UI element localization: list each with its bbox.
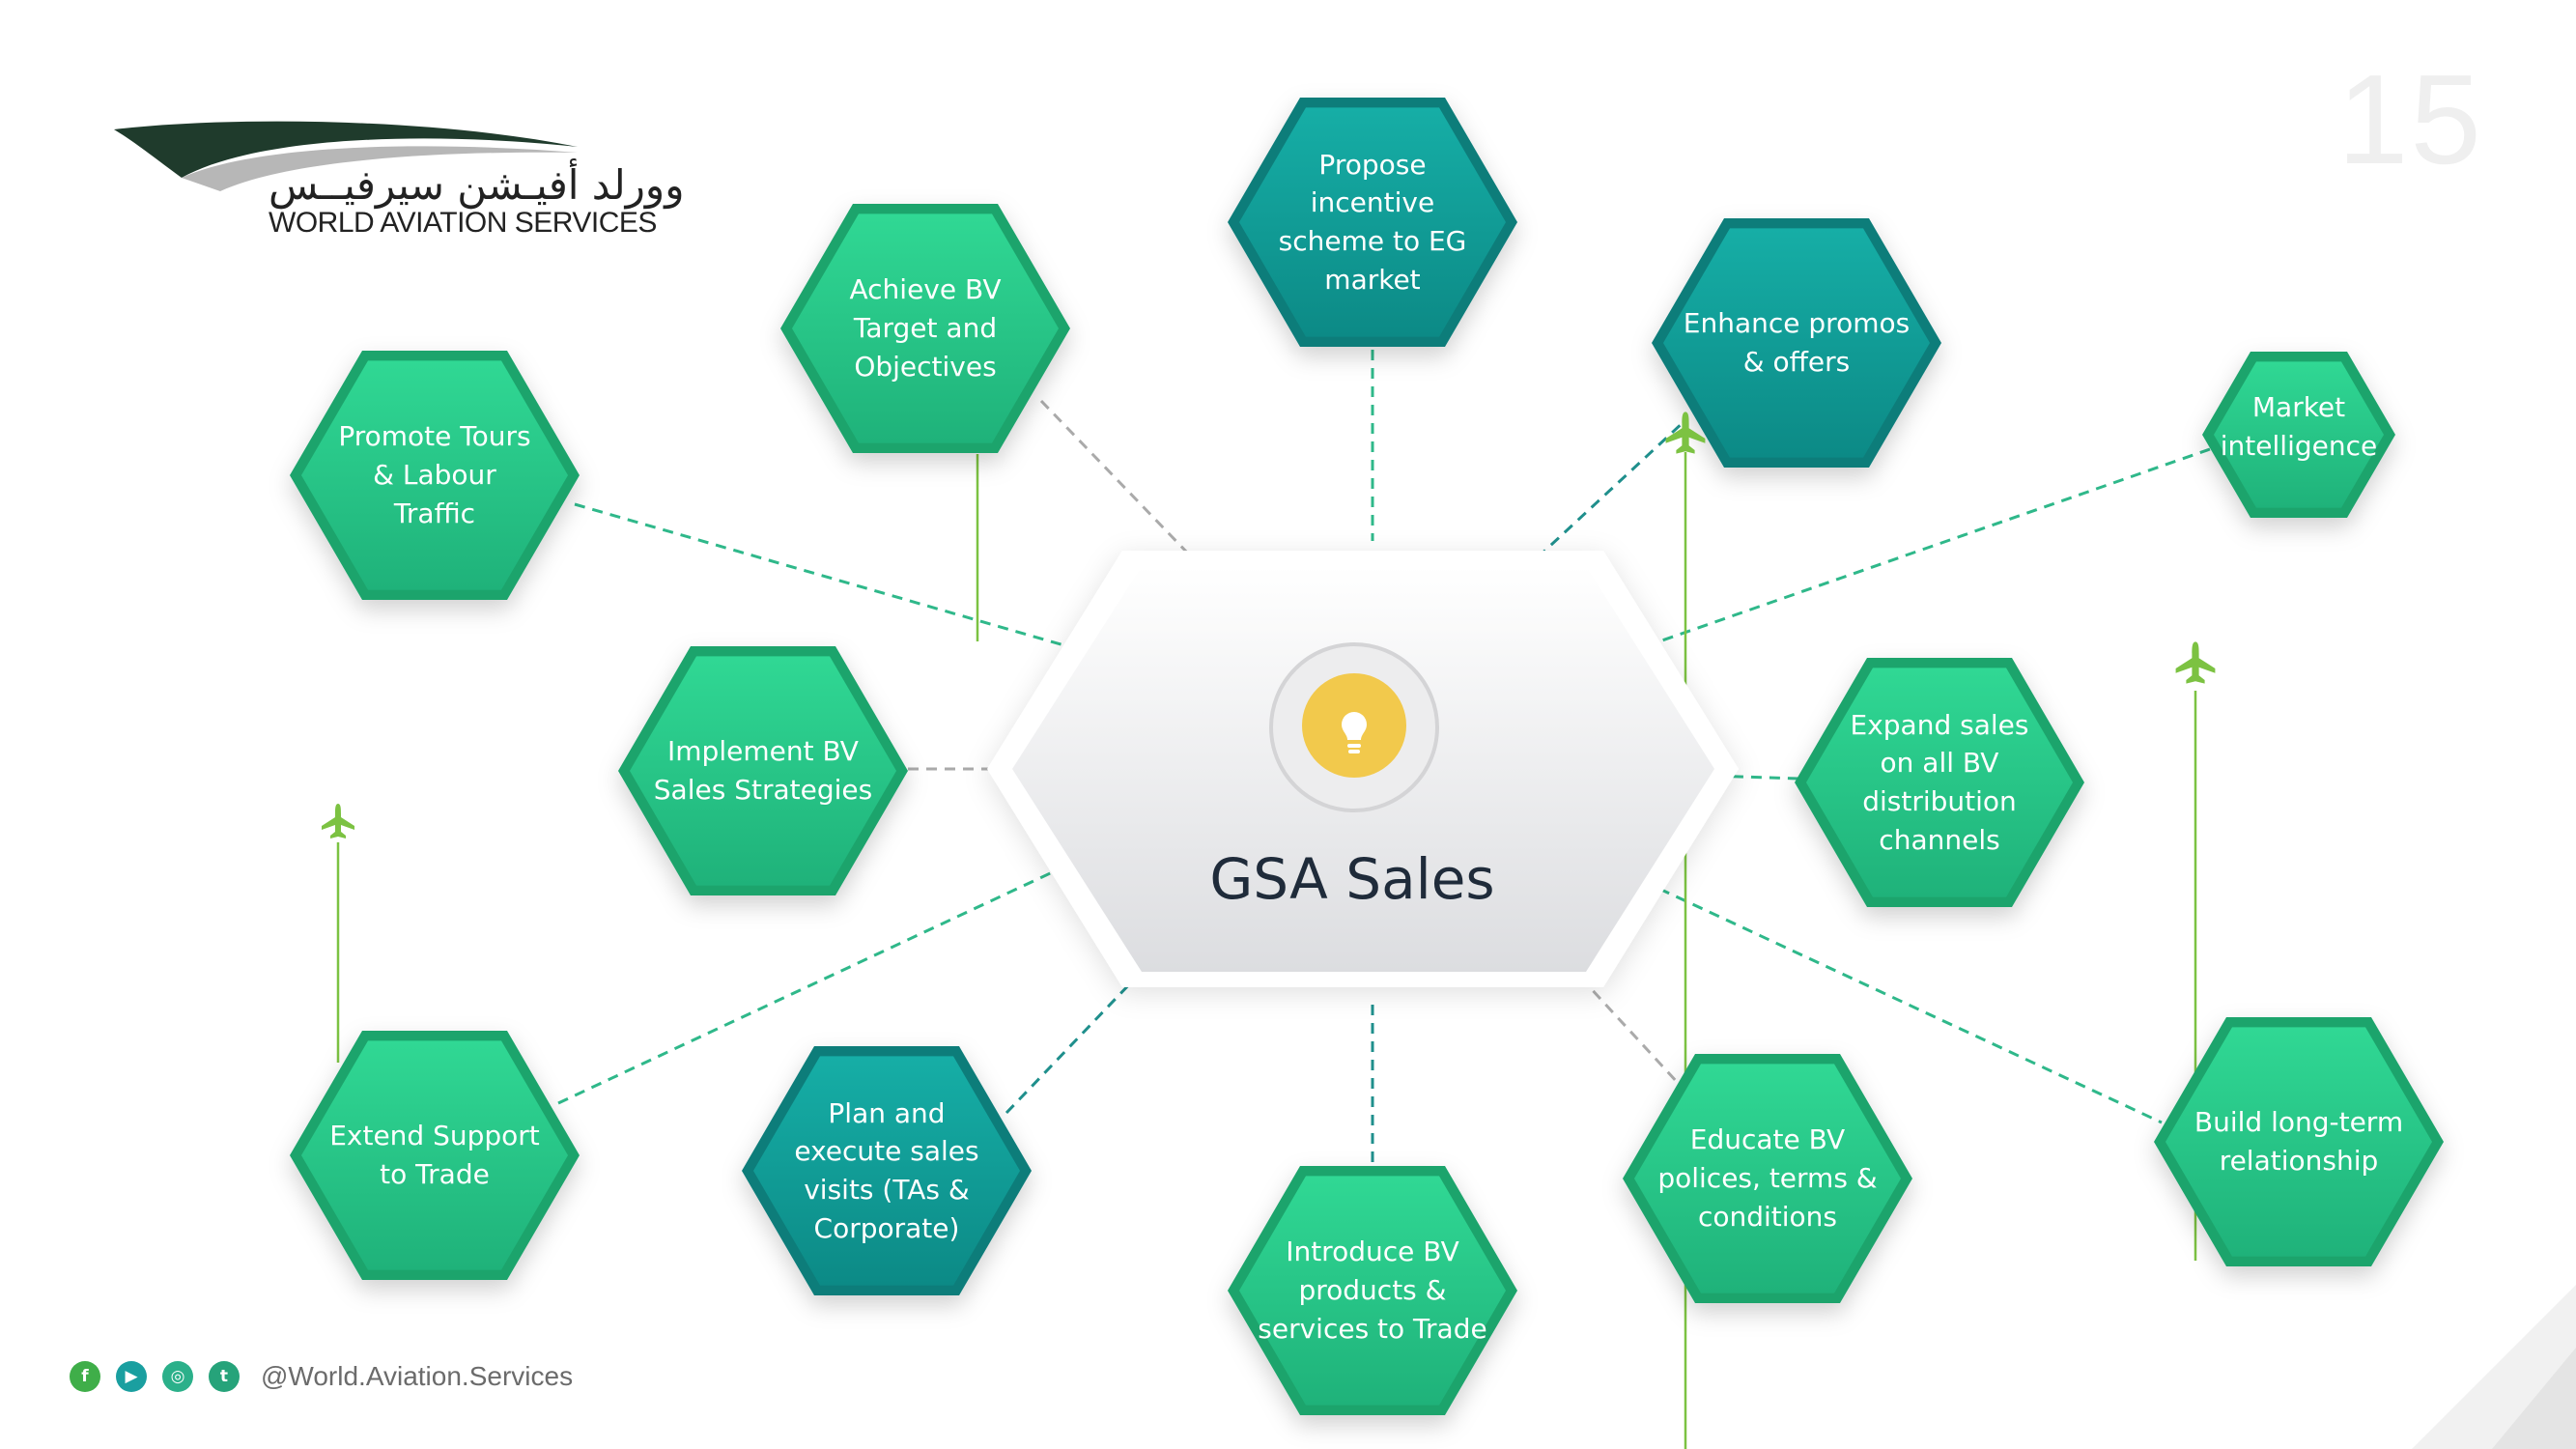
node-expand-label: Expand sales on all BV distribution chan… xyxy=(1850,708,2029,856)
lightbulb-icon xyxy=(1302,673,1406,778)
hexagon-plan-face xyxy=(753,1056,1020,1286)
connector-extend xyxy=(557,838,1121,1105)
hexagon-build xyxy=(2154,1017,2444,1266)
center-hexagon xyxy=(987,551,1739,987)
connector-promote xyxy=(574,502,1139,668)
connector-educate xyxy=(1542,935,1681,1086)
hexagon-propose-face xyxy=(1239,107,1506,337)
connector-achieve xyxy=(1039,399,1192,557)
node-market-label: Market intelligence xyxy=(2220,391,2378,462)
instagram-icon[interactable]: ◎ xyxy=(162,1361,193,1392)
twitter-icon[interactable]: t xyxy=(209,1361,240,1392)
footer: f ▶ ◎ t @World.Aviation.Services xyxy=(70,1356,573,1397)
hexagon-market xyxy=(2202,352,2395,518)
youtube-icon[interactable]: ▶ xyxy=(116,1361,147,1392)
hexagon-expand-face xyxy=(1806,668,2073,897)
hexagon-expand xyxy=(1795,658,2084,907)
node-propose-label: Propose incentive scheme to EG market xyxy=(1278,148,1467,296)
hexagon-group xyxy=(290,98,2444,1415)
logo-swoosh xyxy=(114,121,578,191)
page-number: 15 xyxy=(2337,48,2483,190)
hexagon-extend-face xyxy=(301,1040,568,1270)
center-title: GSA Sales xyxy=(1209,846,1495,912)
node-extend-label: Extend Support to Trade xyxy=(329,1120,540,1190)
hexagon-introduce-face xyxy=(1239,1176,1506,1406)
node-promote-label: Promote Tours & Labour Traffic xyxy=(338,420,531,529)
node-plan-label: Plan and execute sales visits (TAs & Cor… xyxy=(794,1096,979,1244)
hexagon-achieve xyxy=(780,204,1070,453)
hexagon-build-face xyxy=(2166,1027,2432,1257)
hexagon-educate xyxy=(1623,1054,1912,1303)
planes xyxy=(322,412,2216,838)
plane-icon xyxy=(322,804,354,838)
logo-company-name: WORLD AVIATION SERVICES xyxy=(269,207,657,239)
hexagon-implement xyxy=(618,646,908,895)
corner-decoration xyxy=(2412,1285,2576,1449)
social-handle[interactable]: @World.Aviation.Services xyxy=(261,1361,574,1391)
company-logo: وورلد أفيـشن سيرفيــس WORLD AVIATION SER… xyxy=(114,118,685,243)
logo-arabic-text: وورلد أفيـشن سيرفيــس xyxy=(269,161,685,209)
facebook-icon[interactable]: f xyxy=(70,1361,100,1392)
node-introduce-label: Introduce BV products & services to Trad… xyxy=(1258,1236,1487,1345)
node-enhance-label: Enhance promos & offers xyxy=(1683,307,1911,378)
connector-market xyxy=(1575,447,2211,672)
plane-icon xyxy=(2175,641,2216,684)
hexagon-propose xyxy=(1228,98,1517,347)
hexagon-market-face xyxy=(2214,361,2384,508)
hexagon-implement-face xyxy=(630,656,896,886)
node-build-label: Build long-term relationship xyxy=(2194,1106,2404,1177)
connector-build xyxy=(1575,848,2163,1124)
node-educate-label: Educate BV polices, terms & conditions xyxy=(1657,1123,1878,1233)
hexagon-enhance-face xyxy=(1663,228,1930,458)
hexagon-enhance xyxy=(1652,218,1941,468)
hexagon-plan xyxy=(742,1046,1032,1295)
hexagon-promote-face xyxy=(301,360,568,590)
node-achieve-label: Achieve BV Target and Objectives xyxy=(849,273,1002,383)
hexagon-educate-face xyxy=(1634,1064,1901,1293)
node-implement-label: Implement BV Sales Strategies xyxy=(653,735,873,806)
hexagon-promote xyxy=(290,351,580,600)
hexagon-introduce xyxy=(1228,1166,1517,1415)
plane-icon xyxy=(1665,412,1706,454)
hexagon-achieve-face xyxy=(792,213,1059,443)
hexagon-extend xyxy=(290,1031,580,1280)
